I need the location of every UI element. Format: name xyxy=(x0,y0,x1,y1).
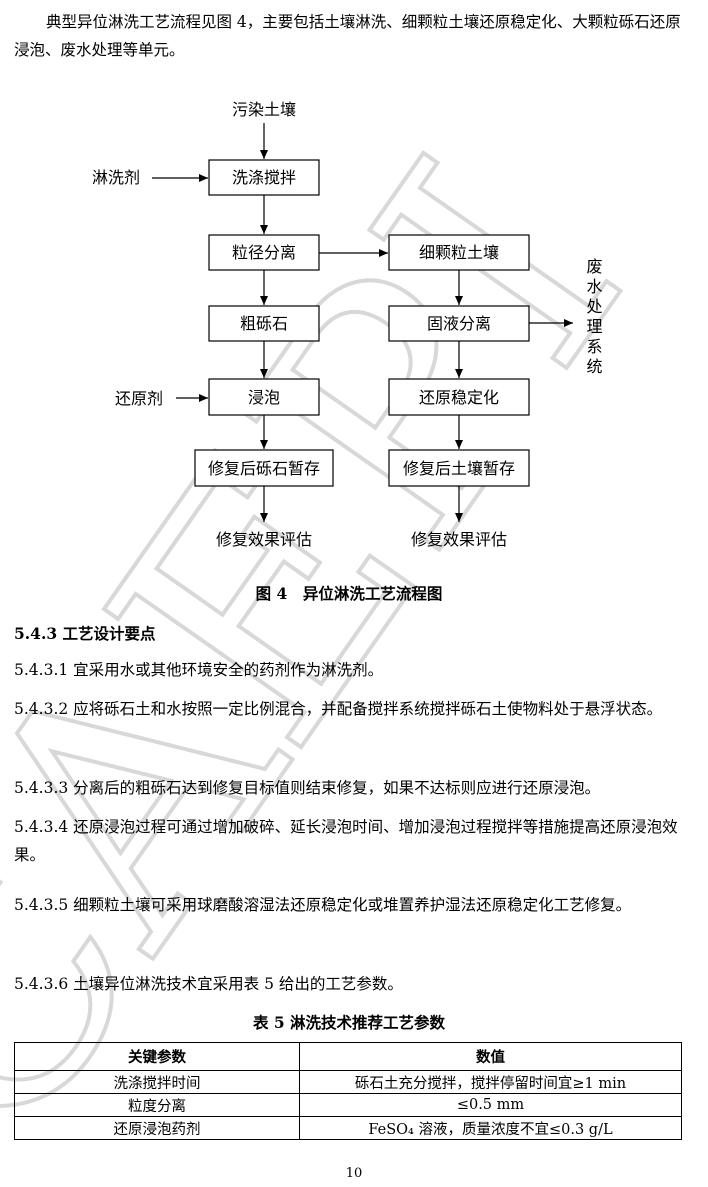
flow-box-gravel-storage-label: 修复后砾石暂存 xyxy=(208,459,320,478)
table-row: 粒度分离 ≤0.5 mm xyxy=(14,1093,682,1117)
flow-box-separate-label: 粒径分离 xyxy=(232,243,296,262)
item-5-4-3-6: 5.4.3.6 土壤异位淋洗技术宜采用表 5 给出的工艺参数。 xyxy=(14,975,403,993)
flow-input-polluted-soil: 污染土壤 xyxy=(232,100,296,119)
flow-box-solid-liquid-label: 固液分离 xyxy=(427,314,491,333)
table-header-cell: 数值 xyxy=(299,1042,682,1071)
flow-output-right: 修复效果评估 xyxy=(411,530,507,549)
flow-box-soil-storage-label: 修复后土壤暂存 xyxy=(403,459,515,478)
table-cell: 粒度分离 xyxy=(14,1093,300,1117)
params-table: 关键参数 数值 洗涤搅拌时间 砾石土充分搅拌，搅拌停留时间宜≥1 min 粒度分… xyxy=(14,1042,682,1140)
flow-box-fine-soil-label: 细颗粒土壤 xyxy=(419,243,499,262)
flow-box-solid-liquid xyxy=(388,305,530,342)
flow-box-reduce-stabilize-label: 还原稳定化 xyxy=(419,388,499,407)
table-header-row: 关键参数 数值 xyxy=(14,1042,682,1071)
flow-input-washer: 淋洗剂 xyxy=(92,168,140,187)
section-heading: 5.4.3 工艺设计要点 xyxy=(14,624,156,643)
table-row: 洗涤搅拌时间 砾石土充分搅拌，搅拌停留时间宜≥1 min xyxy=(14,1070,682,1094)
flow-input-reductant: 还原剂 xyxy=(115,389,163,408)
item-5-4-3-5: 5.4.3.5 细颗粒土壤可采用球磨酸溶湿法还原稳定化或堆置养护湿法还原稳定化工… xyxy=(14,896,632,914)
flow-box-coarse-gravel-label: 粗砾石 xyxy=(240,314,288,333)
flow-wastewater-system: 废水处理系统 xyxy=(584,258,603,378)
item-5-4-3-1: 5.4.3.1 宜采用水或其他环境安全的药剂作为淋洗剂。 xyxy=(14,661,384,679)
item-5-4-3-3: 5.4.3.3 分离后的粗砾石达到修复目标值则结束修复，如果不达标则应进行还原浸… xyxy=(14,779,601,797)
flow-box-wash-label: 洗涤搅拌 xyxy=(232,168,296,187)
table-row: 还原浸泡药剂 FeSO₄ 溶液，质量浓度不宜≤0.3 g/L xyxy=(14,1116,682,1140)
table-caption: 表 5 淋洗技术推荐工艺参数 xyxy=(252,1013,446,1032)
item-5-4-3-4: 5.4.3.4 还原浸泡过程可通过增加破碎、延长浸泡时间、增加浸泡过程搅拌等措施… xyxy=(14,818,678,864)
flow-box-fine-soil xyxy=(388,234,530,271)
flow-box-soil-storage xyxy=(388,449,530,487)
table-cell: 洗涤搅拌时间 xyxy=(14,1070,300,1094)
table-cell: ≤0.5 mm xyxy=(299,1093,682,1117)
flow-box-reduce-stabilize xyxy=(388,378,530,416)
page-number: 10 xyxy=(345,1166,363,1181)
figure-caption: 图 4 异位淋洗工艺流程图 xyxy=(255,584,443,603)
table-header-cell: 关键参数 xyxy=(14,1042,300,1071)
flow-output-left: 修复效果评估 xyxy=(216,530,312,549)
flow-box-wash xyxy=(208,159,320,196)
flow-box-soak-label: 浸泡 xyxy=(248,388,280,407)
flowchart: 污染土壤 淋洗剂 洗涤搅拌 粒径分离 细颗粒土壤 粗砾石 固液分离 废水处理系统… xyxy=(92,100,603,549)
intro-paragraph: 典型异位淋洗工艺流程见图 4，主要包括土壤淋洗、细颗粒土壤还原稳定化、大颗粒砾石… xyxy=(14,13,681,59)
table-cell: 砾石土充分搅拌，搅拌停留时间宜≥1 min xyxy=(299,1070,682,1094)
item-5-4-3-2: 5.4.3.2 应将砾石土和水按照一定比例混合，并配备搅拌系统搅拌砾石土使物料处… xyxy=(14,700,663,718)
flow-box-gravel-storage xyxy=(194,449,334,487)
table-cell: FeSO₄ 溶液，质量浓度不宜≤0.3 g/L xyxy=(299,1116,682,1140)
table-cell: 还原浸泡药剂 xyxy=(14,1116,300,1140)
